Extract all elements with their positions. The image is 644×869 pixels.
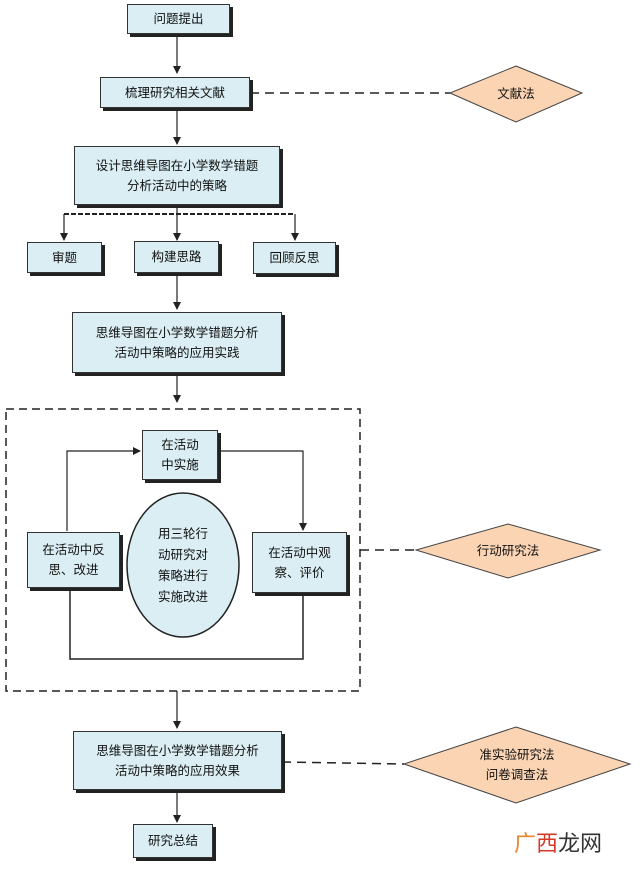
node-literature: 梳理研究相关文献 <box>100 77 250 108</box>
link-quasi-experiment <box>281 761 405 765</box>
node-implement: 在活动 中实施 <box>142 430 218 480</box>
arrow-rethink-to-implement <box>66 447 141 531</box>
node-practice: 思维导图在小学数学错题分析 活动中策略的应用实践 <box>72 312 282 373</box>
cycle-ellipse <box>126 492 240 638</box>
loop-bottom-line <box>69 588 304 660</box>
node-review-question: 审题 <box>27 242 102 273</box>
watermark-part3: 龙网 <box>558 832 603 857</box>
node-build-idea: 构建思路 <box>134 241 219 273</box>
node-design: 设计思维导图在小学数学错题 分析活动中的策略 <box>74 146 280 205</box>
arrow-implement-to-observe <box>218 450 307 531</box>
diamond-action-research <box>414 523 602 579</box>
node-rethink: 在活动中反 思、改进 <box>27 532 120 588</box>
cycle-label: 用三轮行 动研究对 策略进行 实施改进 <box>157 526 208 604</box>
watermark-part2: 西 <box>536 832 559 857</box>
watermark-part1: 广 <box>514 832 537 857</box>
watermark-logo: 广 西 龙网 <box>514 826 634 858</box>
node-problem: 问题提出 <box>127 4 230 34</box>
node-observe: 在活动中观 察、评价 <box>252 532 347 593</box>
node-summary: 研究总结 <box>133 824 213 858</box>
node-reflect: 回顾反思 <box>253 242 336 274</box>
node-effect: 思维导图在小学数学错题分析 活动中策略的应用效果 <box>73 731 282 790</box>
method-literature-label: 文献法 <box>497 86 535 101</box>
method-action-research-label: 行动研究法 <box>476 543 540 558</box>
method-quasi-experiment-label: 准实验研究法 问卷调查法 <box>479 747 555 782</box>
diamond-literature-method <box>448 65 584 123</box>
diamond-quasi-experiment <box>402 726 632 804</box>
